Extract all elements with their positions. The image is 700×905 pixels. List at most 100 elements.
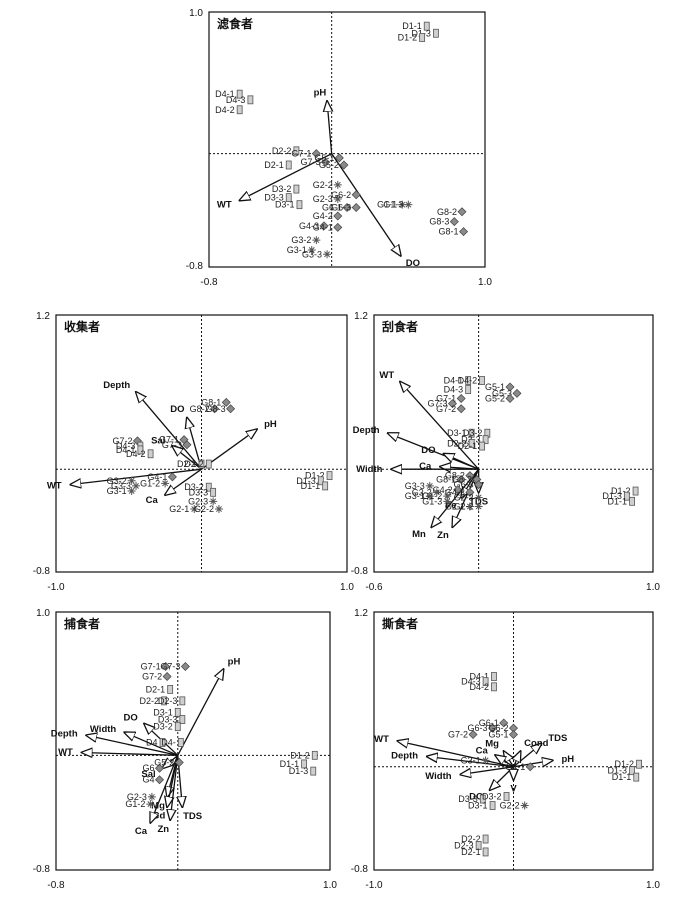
site-marker bbox=[503, 792, 510, 801]
env-label-tds: TDS bbox=[469, 496, 488, 507]
site-label: G3-1 bbox=[405, 491, 425, 501]
env-vector-ph bbox=[327, 101, 332, 154]
site-label: G3-2 bbox=[107, 476, 127, 486]
site-label: D1-3 bbox=[608, 766, 628, 776]
x-tick-left: -1.0 bbox=[47, 582, 65, 593]
site-marker bbox=[174, 758, 184, 767]
site-label: D3-2 bbox=[272, 184, 292, 194]
site-marker bbox=[465, 376, 472, 385]
site-marker bbox=[468, 730, 478, 740]
y-tick-bottom: -0.8 bbox=[33, 864, 51, 875]
env-label-ca: Ca bbox=[476, 745, 489, 756]
site-label: G3-3 bbox=[302, 249, 322, 259]
env-label-width: Width bbox=[356, 464, 382, 475]
env-vector-ca bbox=[495, 755, 514, 768]
site-marker bbox=[190, 505, 199, 514]
site-marker bbox=[307, 246, 316, 254]
site-marker bbox=[226, 404, 236, 414]
site-label: D1-2 bbox=[611, 486, 631, 496]
env-label-wt: WT bbox=[47, 481, 62, 492]
site-label: D1-3 bbox=[289, 766, 309, 776]
site-label: G2-3 bbox=[127, 792, 147, 802]
site-marker bbox=[468, 428, 475, 438]
site-marker bbox=[505, 394, 515, 404]
site-label: D1-1 bbox=[301, 481, 321, 491]
site-marker bbox=[443, 492, 452, 501]
site-label: G1-2 bbox=[140, 478, 160, 488]
site-label: D1-2 bbox=[615, 759, 635, 769]
site-marker bbox=[127, 476, 136, 485]
site-marker bbox=[161, 661, 171, 671]
site-label: D3-2 bbox=[482, 791, 502, 801]
y-tick-bottom: -0.8 bbox=[351, 864, 369, 875]
env-vector-zn bbox=[170, 755, 179, 820]
site-label: G7-1 bbox=[436, 394, 456, 404]
site-label: G7-2 bbox=[436, 404, 456, 414]
env-vector-do bbox=[444, 454, 479, 470]
site-label: D4-2 bbox=[215, 105, 235, 115]
site-label: G7-3 bbox=[162, 440, 182, 450]
site-marker bbox=[482, 847, 489, 857]
env-label-cond: Cond bbox=[524, 738, 548, 749]
site-marker bbox=[465, 487, 475, 497]
site-label: D2-3 bbox=[454, 840, 474, 850]
site-label: G4-2 bbox=[433, 485, 453, 495]
env-label-sal: Sal bbox=[141, 769, 155, 780]
env-vector-do bbox=[331, 153, 401, 256]
env-label-depth: Depth bbox=[391, 750, 418, 761]
site-label: G7-3 bbox=[160, 661, 180, 671]
site-label: D4-3 bbox=[444, 385, 464, 395]
env-label-depth: Depth bbox=[103, 380, 130, 391]
site-marker bbox=[161, 479, 170, 488]
site-label: G3-2 bbox=[291, 235, 311, 245]
site-label: G1-3 bbox=[422, 496, 442, 506]
site-marker bbox=[505, 382, 515, 392]
env-label-do: DO bbox=[469, 791, 483, 802]
site-marker bbox=[159, 738, 166, 747]
panel-title: 撕食者 bbox=[382, 616, 418, 631]
site-marker bbox=[167, 472, 177, 482]
site-label: D4-3 bbox=[116, 441, 136, 451]
y-tick-top: 1.2 bbox=[36, 311, 50, 322]
site-marker bbox=[491, 672, 497, 681]
env-label-v: V bbox=[510, 784, 517, 795]
site-label: G5-3 bbox=[492, 388, 512, 398]
site-marker bbox=[293, 146, 300, 156]
plot-frame bbox=[208, 11, 486, 268]
site-marker bbox=[351, 203, 361, 212]
site-marker bbox=[311, 149, 321, 159]
site-marker bbox=[456, 474, 466, 484]
site-marker bbox=[419, 33, 426, 42]
site-marker bbox=[425, 492, 434, 501]
site-label: G6-1 bbox=[479, 718, 499, 728]
x-tick-left: -0.8 bbox=[47, 880, 65, 891]
site-label: D4-2 bbox=[126, 449, 146, 459]
x-tick-left: -0.8 bbox=[200, 277, 218, 288]
env-label-wt: WT bbox=[374, 734, 389, 745]
site-marker bbox=[326, 471, 333, 481]
site-marker bbox=[161, 696, 167, 706]
site-label: G8-2 bbox=[437, 207, 457, 217]
site-label: G2-3 bbox=[454, 492, 474, 502]
site-marker bbox=[468, 439, 475, 448]
site-label: D4 bbox=[146, 737, 158, 747]
env-label-depth: Depth bbox=[353, 425, 380, 436]
site-label: D4-1 bbox=[215, 89, 235, 99]
site-label: G8-2 bbox=[445, 471, 465, 481]
site-marker bbox=[404, 200, 413, 209]
site-label: D3-2 bbox=[463, 428, 483, 438]
site-label: G7-1 bbox=[291, 149, 311, 159]
env-vector-cond bbox=[514, 751, 521, 768]
env-label-wt: WT bbox=[379, 370, 394, 381]
site-label: D2-2 bbox=[272, 146, 292, 156]
site-label: G1-2 bbox=[125, 799, 145, 809]
site-label: D1-1 bbox=[612, 772, 632, 782]
site-marker bbox=[474, 480, 484, 490]
site-marker bbox=[509, 730, 518, 740]
site-marker bbox=[633, 772, 640, 782]
site-label: D2-1 bbox=[458, 441, 478, 451]
site-label: G2-2 bbox=[454, 501, 474, 511]
site-label: D2-1 bbox=[264, 160, 284, 170]
